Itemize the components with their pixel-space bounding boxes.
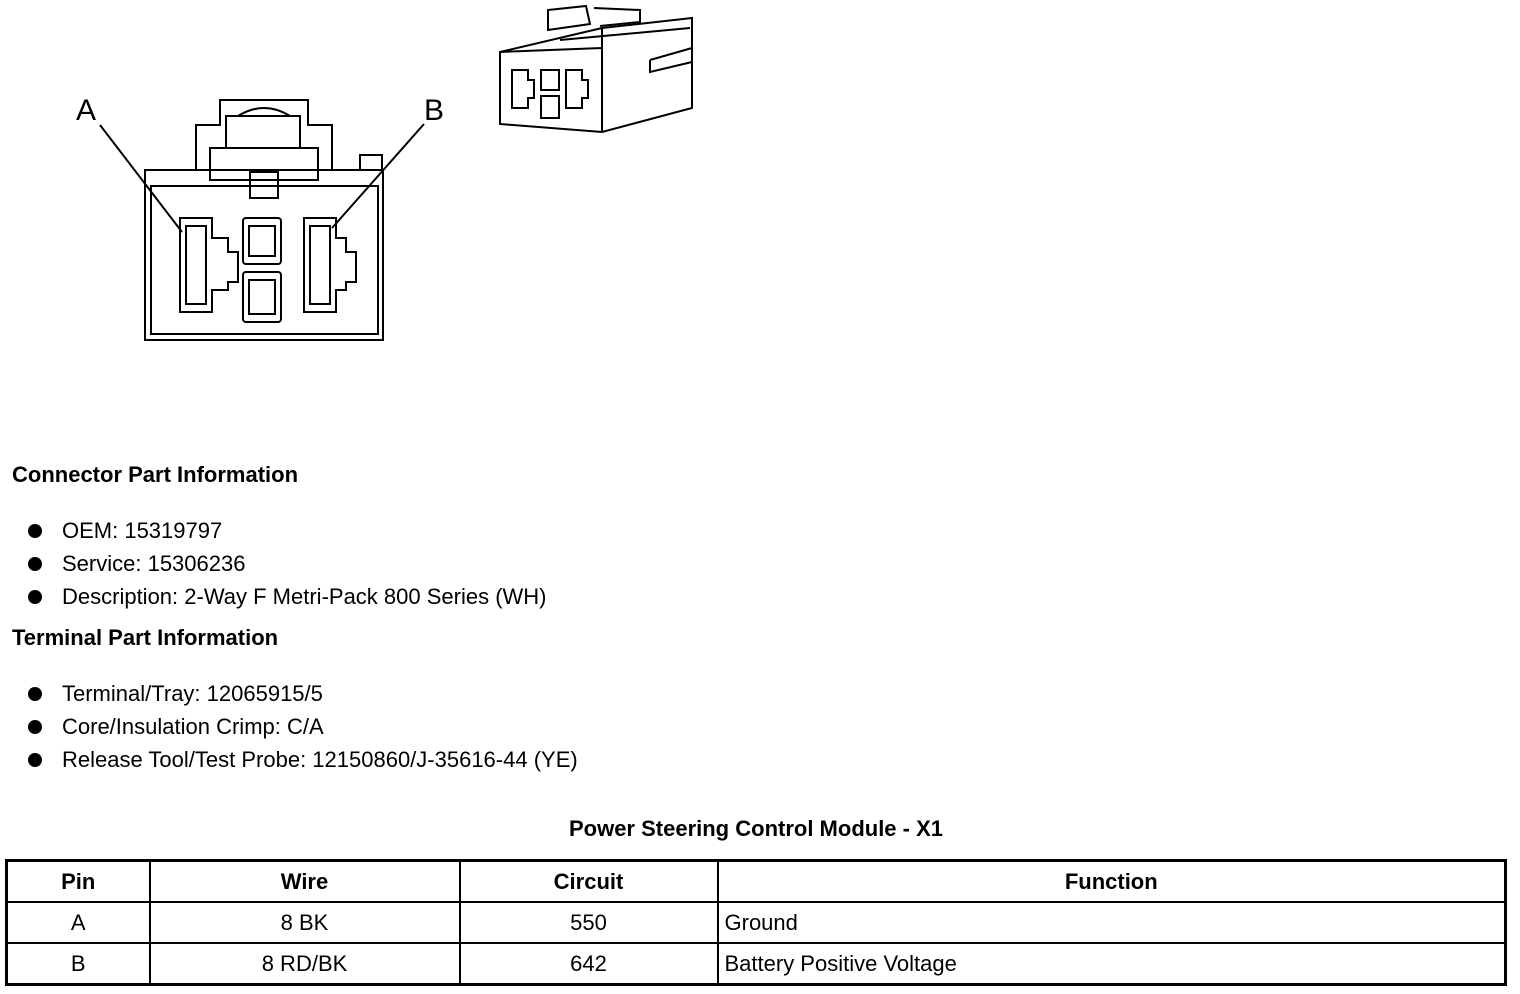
terminal-info-list: Terminal/Tray: 12065915/5 Core/Insulatio… — [28, 677, 578, 776]
table-row: A 8 BK 550 Ground — [5, 901, 1507, 944]
connector-info-title: Connector Part Information — [12, 462, 299, 487]
cavity-center-top — [242, 217, 282, 265]
bullet-icon — [28, 589, 42, 604]
list-item: Terminal/Tray: 12065915/5 — [28, 677, 578, 710]
bullet-icon — [28, 523, 42, 538]
pin-label-b: B — [424, 94, 444, 127]
cell-pin: A — [5, 901, 151, 944]
pin-label-a: A — [76, 94, 96, 127]
leader-line-b — [331, 123, 425, 229]
cell-circuit: 550 — [458, 901, 719, 944]
table-caption: Power Steering Control Module - X1 — [568, 816, 944, 841]
bullet-icon — [28, 556, 42, 571]
leader-line-a — [99, 124, 183, 233]
bullet-icon — [28, 752, 42, 767]
cavity-a — [179, 217, 239, 313]
bullet-icon — [28, 686, 42, 701]
cell-wire: 8 RD/BK — [148, 942, 461, 986]
cell-circuit: 642 — [458, 942, 719, 986]
list-item: Core/Insulation Crimp: C/A — [28, 710, 578, 743]
cell-wire: 8 BK — [148, 901, 461, 944]
cavity-b — [303, 217, 357, 313]
header-pin: Pin — [5, 859, 151, 903]
list-item: OEM: 15319797 — [28, 514, 547, 547]
table-row: B 8 RD/BK 642 Battery Positive Voltage — [5, 942, 1507, 986]
cell-function: Battery Positive Voltage — [716, 942, 1507, 986]
pinout-table: Pin Wire Circuit Function A 8 BK 550 Gro… — [5, 859, 1507, 986]
bullet-icon — [28, 719, 42, 734]
connector-face-view — [144, 99, 384, 341]
cavity-center-bottom — [242, 271, 282, 323]
header-circuit: Circuit — [458, 859, 719, 903]
cell-function: Ground — [716, 901, 1507, 944]
cell-pin: B — [5, 942, 151, 986]
connector-diagram: A B — [76, 4, 693, 341]
connector-info-list: OEM: 15319797 Service: 15306236 Descript… — [28, 514, 547, 613]
table-header-row: Pin Wire Circuit Function — [5, 859, 1507, 903]
list-item: Service: 15306236 — [28, 547, 547, 580]
list-item: Description: 2-Way F Metri-Pack 800 Seri… — [28, 580, 547, 613]
header-wire: Wire — [148, 859, 461, 903]
list-item: Release Tool/Test Probe: 12150860/J-3561… — [28, 743, 578, 776]
connector-isometric-view — [499, 4, 693, 134]
terminal-info-title: Terminal Part Information — [12, 625, 279, 650]
header-function: Function — [716, 859, 1507, 903]
